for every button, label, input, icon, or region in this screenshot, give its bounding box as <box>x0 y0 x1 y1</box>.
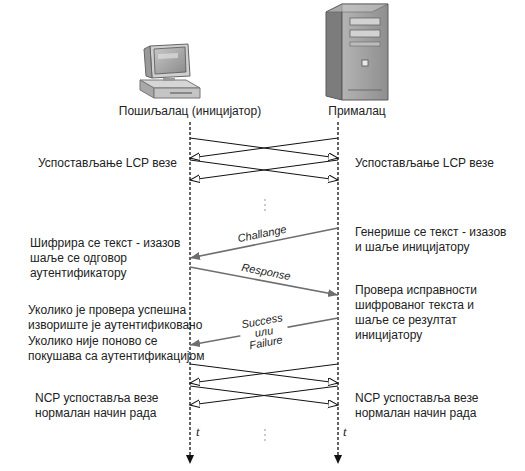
lcp-message <box>190 160 338 180</box>
ncp-message <box>190 386 338 405</box>
lcp-message <box>190 138 338 158</box>
step-note: Провера исправности шифрованог текста и … <box>355 283 480 343</box>
step-note: NCP успоставља везе нормалан начин рада <box>355 391 487 421</box>
step-note: Уколико је провера успешна извориште је … <box>28 303 208 333</box>
ncp-message <box>190 386 338 405</box>
step-note: Успостављање LCP везе <box>38 156 188 171</box>
node-label: Прималац <box>290 104 424 119</box>
server-node: Прималац <box>290 3 424 120</box>
time-axis-label: t <box>196 424 208 439</box>
lifelines <box>186 122 342 464</box>
step-note: Шифрира се текст - изазов шаље се одгово… <box>30 236 188 281</box>
edge-label: Success или Failure <box>237 311 290 352</box>
computer-node: Пошиљалац (иницијатор) <box>100 40 280 120</box>
edge-label: Challange <box>232 223 293 246</box>
step-note: Успостављање LCP везе <box>355 156 515 171</box>
computer-icon <box>140 44 200 98</box>
time-axis-label: t <box>343 424 355 439</box>
ncp-message <box>190 364 338 383</box>
lcp-message <box>190 138 338 158</box>
step-note: Генерише се текст - изазов и шаље инициј… <box>355 225 513 255</box>
lcp-message <box>190 160 338 180</box>
node-label: Пошиљалац (иницијатор) <box>100 104 280 119</box>
step-note: NCP успоставља везе нормалан начин рада <box>35 391 167 421</box>
ncp-message <box>190 364 338 383</box>
step-note: Уколико није поново се покушава са аутен… <box>28 334 208 364</box>
server-icon <box>326 4 388 100</box>
edge-label: Response <box>235 261 296 283</box>
